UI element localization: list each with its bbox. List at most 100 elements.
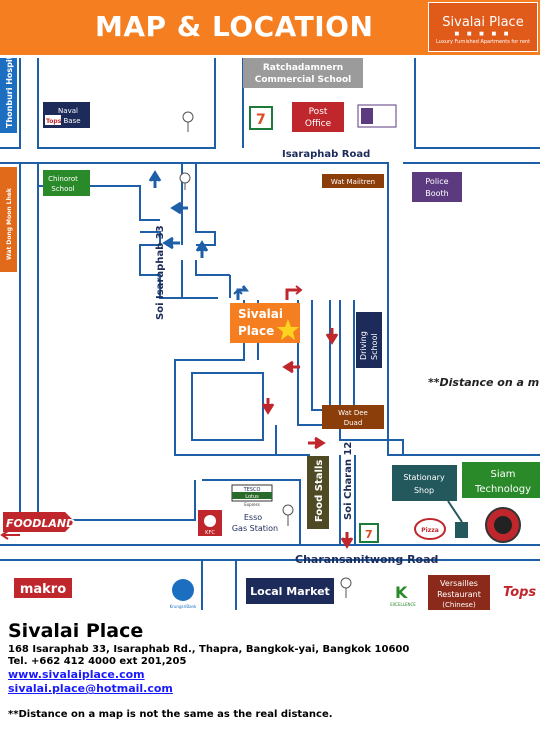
arrow-down-icon bbox=[261, 398, 275, 415]
arrow-down-icon bbox=[340, 532, 354, 549]
seven-eleven-icon bbox=[359, 523, 379, 543]
foodland-sign bbox=[3, 512, 75, 532]
bank-label: KrungsriBank bbox=[170, 604, 197, 609]
stationary-shop-line1: Stationary bbox=[403, 473, 445, 482]
krungsri-bank-icon bbox=[172, 579, 194, 601]
driving-school-line1: Driving bbox=[359, 331, 368, 360]
isaraphab-road-label: Isaraphab Road bbox=[282, 149, 370, 160]
arrow-up-icon bbox=[195, 240, 209, 258]
sivalai-logo[interactable]: Sivalai Place ■ ■ ■ ■ ■ Luxury Furnished… bbox=[428, 2, 538, 52]
seven-eleven-icon bbox=[249, 106, 273, 130]
naval-base-line1: Naval bbox=[58, 107, 78, 115]
thonburi-hospital-sign bbox=[0, 58, 17, 133]
versailles-box bbox=[428, 575, 490, 610]
lotus-label: Lotus bbox=[245, 494, 259, 500]
siam-tech-emblem-core bbox=[494, 516, 512, 534]
soi-isaraphab-33-label: Soi Isaraphab 33 bbox=[155, 225, 166, 320]
logo-dots: ■ ■ ■ ■ ■ bbox=[454, 31, 512, 37]
bus-stop-icon bbox=[340, 577, 352, 589]
email-link[interactable]: sivalai.place@hotmail.com bbox=[8, 682, 173, 695]
stationary-shop-location bbox=[455, 522, 468, 538]
bus-stop-icon bbox=[182, 111, 194, 123]
footer-name: Sivalai Place bbox=[8, 620, 144, 642]
website-link[interactable]: www.sivalaiplace.com bbox=[8, 668, 145, 681]
excellence-label: EXCELLENCE bbox=[390, 602, 416, 607]
stationary-shop-box bbox=[392, 465, 457, 501]
charansanitwong-road-label: Charansanitwong Road bbox=[295, 553, 438, 566]
versailles-line1: Versailles bbox=[440, 579, 478, 588]
page-header: MAP & LOCATION Sivalai Place ■ ■ ■ ■ ■ L… bbox=[0, 0, 540, 55]
arrow-down-icon bbox=[325, 328, 339, 345]
page-title: MAP & LOCATION bbox=[95, 10, 374, 43]
local-market-label: Local Market bbox=[250, 585, 330, 598]
seven-eleven-glyph: 7 bbox=[365, 528, 373, 541]
wat-dong-moon-lhek-sign bbox=[0, 167, 17, 272]
police-booth-line1: Police bbox=[425, 177, 448, 186]
foodland-label: FOODLAND bbox=[6, 517, 75, 530]
makro-label: makro bbox=[20, 582, 66, 597]
local-market-box bbox=[246, 578, 334, 604]
post-office-line2: Office bbox=[305, 119, 332, 129]
driving-school-box bbox=[356, 312, 382, 368]
chinorot-line2: School bbox=[51, 185, 74, 193]
express-label: Express bbox=[244, 502, 260, 507]
lotus-bar bbox=[232, 492, 272, 499]
esso-line1: Esso bbox=[244, 513, 262, 522]
wat-dee-duad-line1: Wat Dee bbox=[338, 409, 368, 417]
driving-school-line2: School bbox=[370, 333, 379, 360]
turn-arrowhead bbox=[233, 289, 243, 295]
location-map: Thonburi Hospital Tops Naval Base Ratcha… bbox=[0, 55, 540, 610]
wat-dee-duad-box bbox=[322, 405, 384, 429]
chinorot-box bbox=[43, 170, 90, 196]
stationary-shop-line2: Shop bbox=[414, 486, 434, 495]
siam-technology-line2: Technology bbox=[474, 484, 531, 495]
makro-sign bbox=[14, 578, 72, 598]
food-stalls-label: Food Stalls bbox=[314, 460, 325, 522]
ratchadamnern-line1: Ratchadamnern bbox=[263, 63, 343, 73]
police-booth-box bbox=[412, 172, 462, 202]
ratchadamnern-box bbox=[243, 58, 363, 88]
siam-technology-box bbox=[462, 462, 540, 498]
versailles-line3: (Chinese) bbox=[442, 601, 476, 609]
sivalai-marker-line1: Sivalai bbox=[238, 307, 283, 321]
naval-base-line2: Base bbox=[63, 117, 80, 125]
tops-label: Tops bbox=[46, 118, 62, 125]
star-icon bbox=[277, 319, 299, 340]
thonburi-hospital-label: Thonburi Hospital bbox=[5, 55, 14, 128]
wat-dong-moon-lhek-label: Wat Dong Moon Lhek bbox=[6, 187, 13, 260]
arrow-left-icon bbox=[170, 201, 188, 215]
wat-dee-duad-line2: Duad bbox=[344, 419, 363, 427]
map-distance-note: **Distance on a m bbox=[428, 376, 539, 389]
turn-right-icon bbox=[285, 288, 300, 300]
kfc-face bbox=[204, 515, 216, 527]
kfc-label: KFC bbox=[205, 530, 215, 536]
versailles-line2: Restaurant bbox=[437, 590, 481, 599]
tops-bottom-label: Tops bbox=[503, 585, 536, 600]
excellence-k-icon: K bbox=[395, 583, 408, 602]
turn-left-icon bbox=[236, 285, 249, 300]
logo-name: Sivalai Place bbox=[442, 15, 524, 30]
pizza-label: Pizza bbox=[421, 527, 439, 534]
stationary-shop-pointer bbox=[447, 500, 463, 523]
tops-logo-icon bbox=[45, 115, 61, 125]
footer-tel: Tel. +662 412 4000 ext 201,205 bbox=[8, 656, 187, 667]
sivalai-marker-line2: Place bbox=[238, 324, 274, 338]
post-office-box bbox=[292, 102, 344, 132]
ratchadamnern-line2: Commercial School bbox=[255, 75, 351, 85]
esso-line2: Gas Station bbox=[232, 524, 278, 533]
scb-bank-mark bbox=[361, 108, 373, 124]
arrow-right-icon bbox=[308, 436, 326, 450]
post-office-line1: Post bbox=[309, 107, 328, 117]
tesco-label: TESCO bbox=[243, 487, 261, 493]
arrow-left-icon bbox=[282, 360, 300, 374]
pizza-company-icon bbox=[414, 518, 446, 540]
bus-stop-icon bbox=[179, 172, 191, 184]
turn-arrowhead bbox=[295, 285, 303, 295]
siam-technology-line1: Siam bbox=[491, 469, 516, 480]
arrow-up-icon bbox=[148, 170, 162, 188]
chinorot-line1: Chinorot bbox=[48, 175, 78, 183]
food-stalls-box bbox=[307, 456, 329, 529]
footer-address: 168 Isaraphab 33, Isaraphab Rd., Thapra,… bbox=[8, 644, 410, 655]
arrow-left-icon bbox=[0, 530, 20, 540]
road-network bbox=[0, 58, 540, 610]
